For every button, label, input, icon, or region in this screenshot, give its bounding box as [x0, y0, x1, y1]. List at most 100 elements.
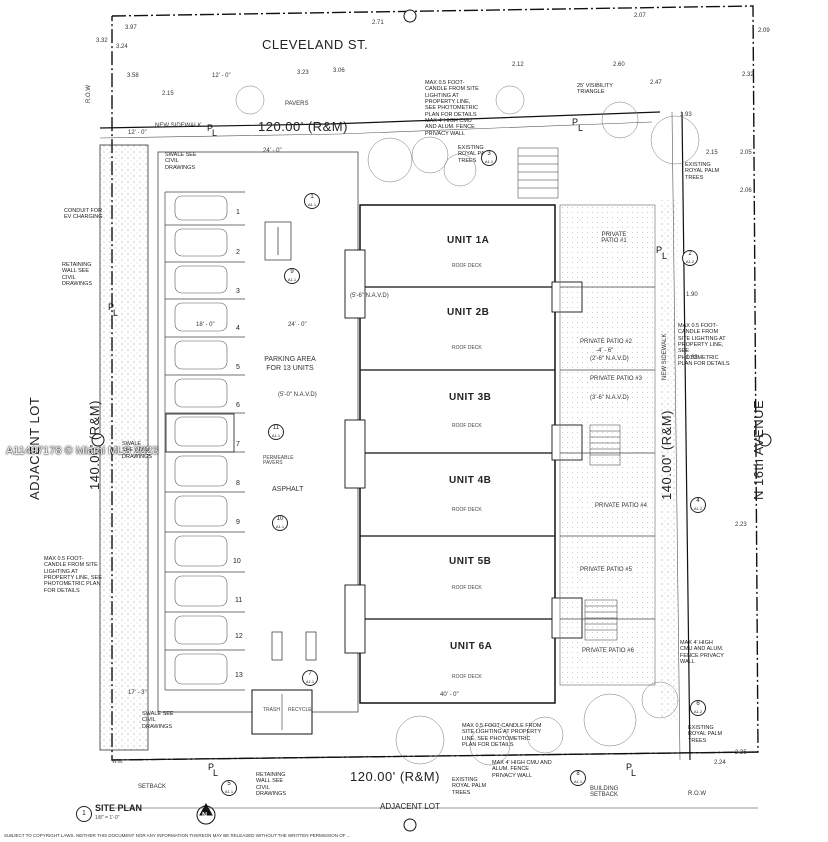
site-plan-title: SITE PLAN — [95, 803, 143, 813]
svg-text:L: L — [213, 768, 218, 778]
dim: 2.15 — [706, 150, 718, 156]
lighting-note-north: MAX 0.5 FOOT-CANDLE FROM SITE LIGHTING A… — [425, 80, 479, 137]
east-landscape-strip — [660, 200, 678, 720]
patio-3: PRIVATE PATIO #3 — [590, 376, 642, 382]
dim: 3.06 — [333, 68, 345, 74]
stall-number: 12 — [235, 633, 243, 640]
unit-sub: ROOF DECK — [452, 507, 482, 513]
asphalt-label: ASPHALT — [272, 486, 304, 493]
dim: 2.15 — [162, 91, 174, 97]
dim: 12' - 0" — [212, 73, 231, 79]
unit-label: UNIT 1A — [447, 235, 490, 246]
svg-text:P: P — [656, 245, 662, 255]
swale-north-note: SWALE SEE CIVIL DRAWINGS — [165, 152, 197, 171]
dim: 3.32 — [96, 38, 108, 44]
tag-num: 9 — [290, 269, 294, 275]
fence-note-east: MAX 4' HIGH CMU AND ALUM. FENCE PRIVACY … — [680, 640, 724, 665]
stall-number: 4 — [236, 325, 240, 332]
tag-num: 4 — [696, 498, 700, 504]
curb-line-north — [99, 111, 661, 129]
centerline-markers — [91, 9, 772, 832]
row-west: R.O.W — [86, 85, 92, 103]
street-north-label: CLEVELAND ST. — [262, 37, 369, 52]
dim: 1.90 — [686, 292, 698, 298]
svg-text:L: L — [631, 768, 636, 778]
tag-num: 7 — [308, 671, 312, 677]
dim: 12' - 0" — [128, 130, 147, 136]
dim: (5'-0" N.A.V.D) — [278, 392, 317, 398]
unit-label: UNIT 5B — [449, 556, 492, 567]
drive-arrows — [264, 221, 317, 661]
dim: (5'-6" N.A.V.D) — [350, 293, 389, 299]
dim: 3.58 — [127, 73, 139, 79]
trash-label: TRASH — [263, 707, 280, 713]
stall-number: 5 — [236, 364, 240, 371]
parking-stalls — [164, 191, 245, 691]
dim: 1.88 — [686, 355, 698, 361]
curb-line-east — [681, 111, 691, 761]
water-meter-label: W.M. — [112, 759, 124, 765]
dim: (2'-6" N.A.V.D) — [590, 356, 629, 362]
tag-sheet: A1.1 — [224, 789, 234, 794]
dim: 18' - 0" — [196, 322, 215, 328]
tag-sheet: A1.2 — [693, 709, 703, 714]
property-markers: PL PL PL PL PL PL — [108, 117, 667, 778]
tag-sheet: A1.1 — [484, 159, 494, 164]
patio-5: PRIVATE PATIO #5 — [580, 567, 632, 573]
stall-number: 2 — [236, 249, 240, 256]
existing-palms-north: EXISTING ROYAL PALM TREES — [458, 145, 493, 164]
visibility-triangle-note: 25' VISIBILITY TRIANGLE — [577, 83, 613, 96]
mls-watermark: A11497178 © Miami MLS 2023 — [6, 445, 159, 457]
stall-number: 11 — [235, 597, 243, 604]
dim: 2.71 — [372, 20, 384, 26]
existing-palms-southeast: EXISTING ROYAL PALM TREES — [688, 725, 723, 744]
tag-num: 1 — [310, 194, 314, 200]
unit-sub: ROOF DECK — [452, 674, 482, 680]
unit-label: UNIT 4B — [449, 475, 492, 486]
tag-num: 6 — [696, 701, 700, 707]
unit-label: UNIT 2B — [447, 307, 490, 318]
svg-text:P: P — [208, 762, 214, 772]
north-arrow — [196, 802, 216, 825]
dim: 1.93 — [680, 112, 692, 118]
existing-palms-east: EXISTING ROYAL PALM TREES — [685, 162, 720, 181]
site-plan-number: 1 — [76, 806, 92, 822]
tag-num: 8 — [576, 771, 580, 777]
tag-sheet: A1.1 — [275, 524, 285, 529]
row-east: R.O.W — [688, 791, 706, 797]
tag-sheet: A1.1 — [287, 277, 297, 282]
site-plan-scale: 1/8" = 1'-0" — [95, 815, 120, 821]
tag-sheet: A1.2 — [685, 259, 695, 264]
stall-number: 8 — [236, 480, 240, 487]
tag-num: 3 — [487, 151, 491, 157]
car-outlines — [174, 195, 228, 685]
patio-zone — [559, 204, 656, 686]
dim: 2.60 — [613, 62, 625, 68]
dim: 2.24 — [714, 760, 726, 766]
existing-palms-south: EXISTING ROYAL PALM TREES — [452, 777, 487, 796]
svg-text:L: L — [578, 123, 583, 133]
stall-number: 6 — [236, 402, 240, 409]
stall-number: 1 — [236, 209, 240, 216]
parking-area-label: PARKING AREA FOR 13 UNITS — [264, 356, 316, 373]
building-footprint — [359, 204, 556, 704]
unit-sub: ROOF DECK — [452, 263, 482, 269]
patio-6: PRIVATE PATIO #6 — [582, 648, 634, 654]
unit-dividers — [360, 286, 555, 620]
adjacent-lot-south-label: ADJACENT LOT — [380, 802, 440, 811]
unit-label: UNIT 3B — [449, 392, 492, 403]
svg-text:L: L — [212, 128, 217, 138]
patio-4: PRIVATE PATIO #4 — [595, 503, 647, 509]
stall-number: 13 — [235, 672, 243, 679]
dim: 3.97 — [125, 25, 137, 31]
landscape-trees — [235, 85, 700, 766]
curb-line-north-2 — [99, 121, 653, 139]
dim: (3'-6" N.A.V.D) — [590, 395, 629, 401]
patio-dividers — [560, 286, 655, 620]
swale-west — [99, 144, 149, 751]
